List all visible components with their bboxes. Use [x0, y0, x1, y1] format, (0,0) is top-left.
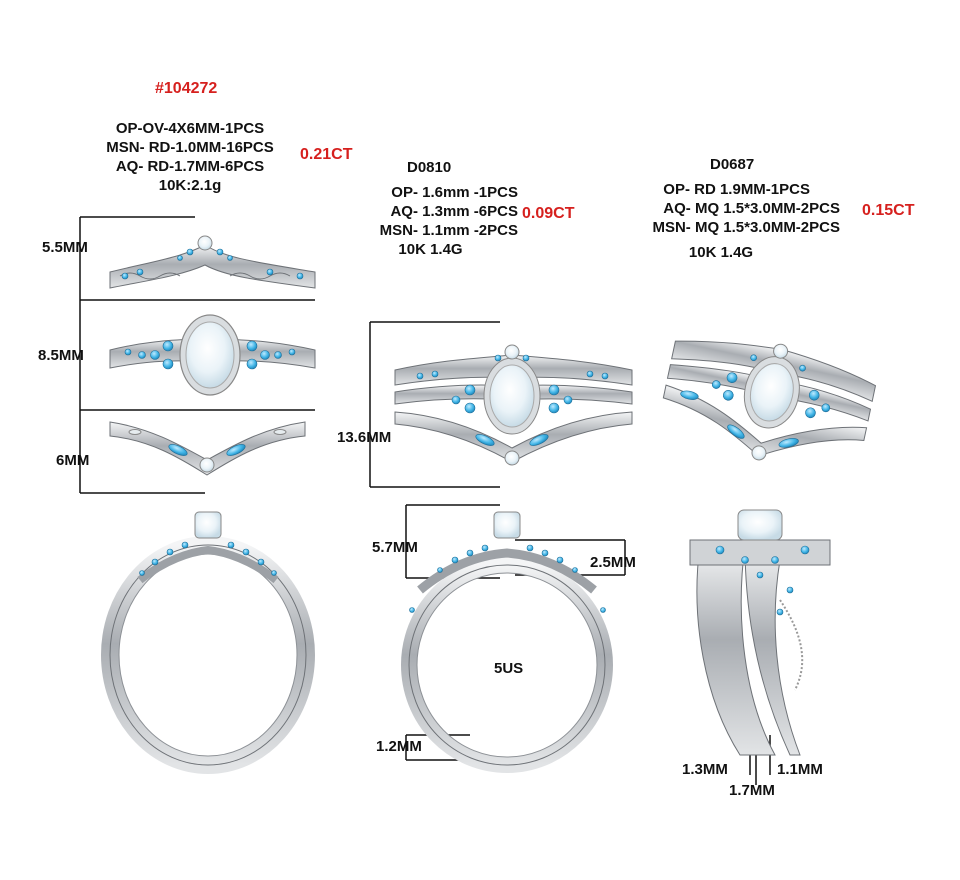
right-stack-angled: [662, 340, 877, 461]
dim-right-band-c: 1.1MM: [777, 761, 823, 778]
middle-carat: 0.09CT: [522, 205, 575, 222]
left-band-crown: [109, 235, 316, 289]
left-carat: 0.21CT: [300, 146, 353, 163]
dim-left-middle: 8.5MM: [38, 347, 84, 364]
left-spec-msn: MSN- RD-1.0MM-16PCS: [106, 139, 274, 156]
dimension-lines: [79, 216, 771, 785]
middle-stack-front: [394, 344, 633, 466]
ring-size-label: 5US: [494, 660, 524, 677]
left-band-v: [109, 421, 306, 476]
right-ring-side-view: [689, 509, 831, 756]
dim-middle-band: 1.2MM: [376, 738, 422, 755]
dim-right-band-a: 1.3MM: [682, 761, 728, 778]
dim-right-band-b: 1.7MM: [729, 782, 775, 799]
middle-spec-op: OP- 1.6mm -1PCS: [391, 184, 518, 201]
left-ring-front-view: [101, 511, 315, 774]
right-spec-aq: AQ- MQ 1.5*3.0MM-2PCS: [663, 200, 840, 217]
right-spec-metal: 10K 1.4G: [688, 244, 754, 261]
dim-left-top: 5.5MM: [42, 239, 88, 256]
left-spec-op: OP-OV-4X6MM-1PCS: [115, 120, 265, 137]
middle-spec-metal: 10K 1.4G: [398, 241, 463, 258]
middle-ring-front-view: [401, 511, 613, 773]
dim-middle-stack: 13.6MM: [337, 429, 392, 446]
middle-spec-aq: AQ- 1.3mm -6PCS: [390, 203, 518, 220]
right-code: D0687: [710, 156, 755, 173]
dim-left-bottom: 6MM: [56, 452, 90, 469]
middle-spec-msn: MSN- 1.1mm -2PCS: [379, 222, 518, 239]
middle-specs: OP- 1.6mm -1PCS AQ- 1.3mm -6PCS MSN- 1.1…: [343, 183, 518, 259]
left-band-halo: [109, 314, 316, 396]
right-specs: OP- RD 1.9MM-1PCS AQ- MQ 1.5*3.0MM-2PCS …: [602, 180, 840, 262]
middle-code: D0810: [407, 159, 452, 176]
right-spec-op: OP- RD 1.9MM-1PCS: [663, 181, 810, 198]
left-spec-aq: AQ- RD-1.7MM-6PCS: [115, 158, 265, 175]
left-spec-metal: 10K:2.1g: [158, 177, 222, 194]
left-specs: OP-OV-4X6MM-1PCS MSN- RD-1.0MM-16PCS AQ-…: [70, 119, 310, 195]
left-code: #104272: [155, 80, 218, 97]
right-spec-msn: MSN- MQ 1.5*3.0MM-2PCS: [652, 219, 840, 236]
right-carat: 0.15CT: [862, 202, 915, 219]
